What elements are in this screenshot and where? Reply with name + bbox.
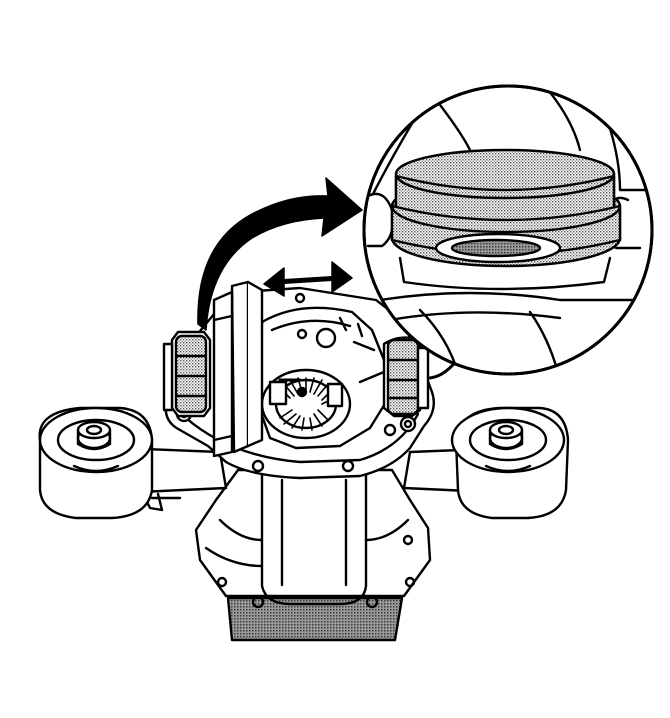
- bearing-cap-plate: [212, 280, 264, 458]
- housing-neck: [194, 468, 432, 609]
- right-shim-pack: [382, 336, 430, 418]
- right-mount-bushing: [450, 406, 570, 520]
- callout-pointer-arrow: [197, 177, 363, 331]
- magnified-shim-stack: [390, 148, 622, 268]
- magnified-callout: [362, 84, 654, 376]
- differential-gears: [260, 368, 352, 440]
- side-to-side-movement-arrow: [263, 261, 353, 297]
- housing-base-plate: [226, 596, 404, 642]
- left-shim-pack: [162, 330, 212, 418]
- left-mount-bushing: [38, 406, 154, 520]
